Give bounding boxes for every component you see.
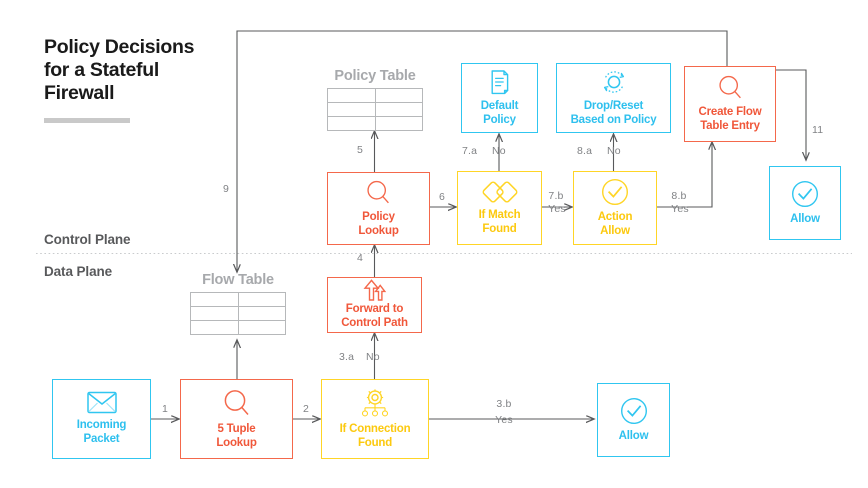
edge-label-7a-step: 7.a [462, 145, 478, 157]
node-action-allow[interactable]: Action Allow [573, 171, 657, 245]
flow-table-title: Flow Table [202, 272, 274, 288]
edge-label-2: 2 [302, 403, 310, 415]
table-row [191, 307, 285, 321]
control-plane-label: Control Plane [44, 232, 131, 247]
table-cell [376, 103, 423, 116]
table-cell [239, 307, 286, 320]
node-allow-data-plane[interactable]: Allow [597, 383, 670, 457]
data-plane-label: Data Plane [44, 264, 113, 279]
edge-label-3a-step: 3.a [339, 351, 355, 363]
edge-label-7b-step: 7.b [548, 190, 564, 202]
node-default-policy[interactable]: Default Policy [461, 63, 538, 133]
table-cell [191, 307, 239, 320]
table-cell [191, 321, 239, 334]
edge-label-5: 5 [357, 144, 364, 156]
flow-table [190, 292, 286, 335]
magnifier-icon [365, 179, 392, 206]
node-five-tuple-lookup[interactable]: 5 Tuple Lookup [180, 379, 293, 459]
table-cell [239, 321, 286, 334]
table-cell [328, 89, 376, 102]
edge-label-9: 9 [223, 183, 230, 195]
gear-network-icon [358, 388, 392, 418]
table-cell [376, 117, 423, 130]
node-label: Create Flow Table Entry [698, 106, 762, 132]
node-label: Allow [618, 429, 649, 442]
policy-table-title: Policy Table [334, 68, 416, 84]
node-label: Forward to Control Path [341, 303, 408, 329]
table-row [191, 321, 285, 334]
node-if-connection-found[interactable]: If Connection Found [321, 379, 429, 459]
node-label: Drop/Reset Based on Policy [570, 99, 657, 126]
magnifier-icon [222, 388, 252, 418]
overlap-diamonds-icon [482, 180, 518, 204]
node-forward-to-control-path[interactable]: Forward to Control Path [327, 277, 422, 333]
node-incoming-packet[interactable]: Incoming Packet [52, 379, 151, 459]
edge-label-7a-verdict: No [492, 145, 506, 157]
edge-label-3a-verdict: No [366, 351, 380, 363]
node-create-flow-table-entry[interactable]: Create Flow Table Entry [684, 66, 776, 142]
policy-table [327, 88, 423, 131]
check-circle-icon [791, 180, 819, 208]
node-label: If Connection Found [339, 422, 411, 449]
node-allow-control-plane[interactable]: Allow [769, 166, 841, 240]
envelope-icon [86, 391, 117, 414]
table-cell [328, 103, 376, 116]
magnifier-icon [717, 74, 744, 101]
node-label: Incoming Packet [76, 419, 127, 445]
table-row [191, 293, 285, 307]
check-circle-icon [601, 178, 629, 206]
table-cell [191, 293, 239, 306]
node-label: Action Allow [597, 210, 633, 237]
node-label: 5 Tuple Lookup [216, 422, 257, 449]
edge-label-11: 11 [812, 124, 824, 136]
table-cell [328, 117, 376, 130]
node-label: Allow [790, 212, 820, 225]
node-label: Policy Lookup [358, 210, 399, 237]
edge-label-8b-step: 8.b [671, 190, 687, 202]
node-if-match-found[interactable]: If Match Found [457, 171, 542, 245]
reset-circle-icon [600, 69, 628, 95]
edge-label-7b-verdict: Yes [548, 203, 566, 215]
edge-label-4: 4 [357, 252, 364, 264]
edge-label-8a-step: 8.a [577, 145, 593, 157]
document-icon [488, 69, 512, 95]
edge-label-8b-verdict: Yes [671, 203, 689, 215]
node-drop-reset-based-on-policy[interactable]: Drop/Reset Based on Policy [556, 63, 671, 133]
forward-arrows-icon [362, 279, 388, 302]
edge-label-3b-step: 3.b [496, 398, 512, 410]
edge-label-8a-verdict: No [607, 145, 621, 157]
edge-label-1: 1 [161, 403, 169, 415]
check-circle-icon [620, 397, 648, 425]
page-title: Policy Decisions for a Stateful Firewall [44, 36, 195, 104]
title-underline-rule [44, 118, 130, 123]
table-cell [376, 89, 423, 102]
node-policy-lookup[interactable]: Policy Lookup [327, 172, 430, 245]
table-row [328, 89, 422, 103]
node-label: If Match Found [478, 208, 521, 235]
edge-label-3b-verdict: Yes [495, 414, 513, 426]
edge-label-6: 6 [438, 191, 446, 203]
table-cell [239, 293, 286, 306]
node-label: Default Policy [480, 99, 519, 126]
table-row [328, 117, 422, 130]
table-row [328, 103, 422, 117]
